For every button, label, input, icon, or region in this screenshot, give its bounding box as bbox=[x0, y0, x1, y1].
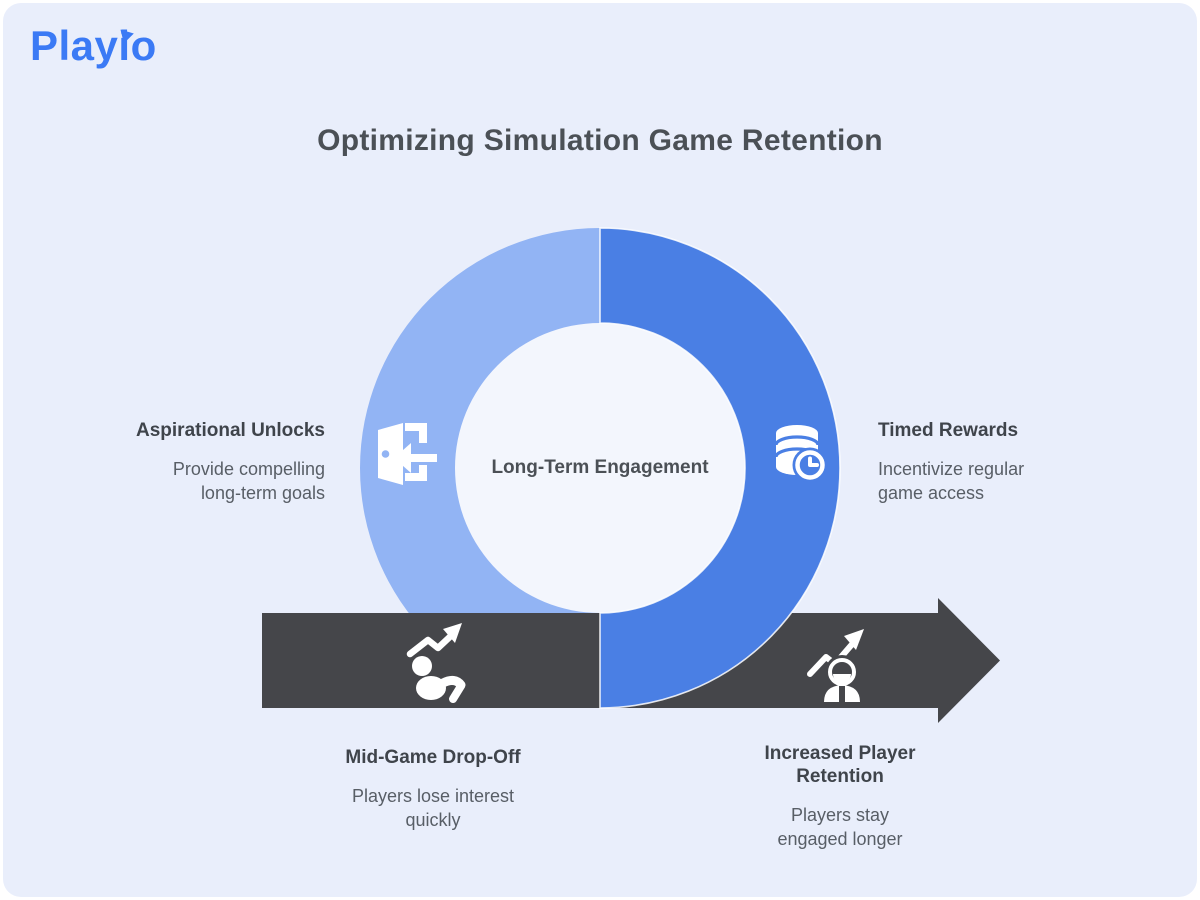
mid-game-drop-off-heading: Mid-Game Drop-Off bbox=[345, 747, 521, 768]
timed-rewards-label: Timed Rewards Incentivize regular game a… bbox=[878, 419, 1108, 505]
playio-logo: Playio bbox=[30, 22, 157, 69]
aspirational-unlocks-heading: Aspirational Unlocks bbox=[136, 420, 325, 441]
donut-hole bbox=[454, 322, 746, 614]
mid-game-drop-off-label: Mid-Game Drop-Off Players lose interest … bbox=[303, 746, 563, 832]
increased-retention-heading: Increased Player Retention bbox=[764, 743, 916, 788]
clock-face bbox=[795, 450, 825, 480]
timed-rewards-body: Incentivize regular game access bbox=[878, 459, 1025, 504]
increased-retention-body: Players stay engaged longer bbox=[777, 805, 903, 850]
clock-hands bbox=[808, 456, 819, 467]
falling-player-icon bbox=[406, 623, 466, 703]
player-growth-icon bbox=[807, 629, 864, 702]
cycle-right-segment bbox=[599, 227, 841, 709]
timed-coins-clock-icon bbox=[774, 425, 828, 483]
mid-game-drop-off-body: Players lose interest quickly bbox=[351, 786, 515, 831]
door-enter-icon bbox=[378, 423, 437, 485]
page-title: Optimizing Simulation Game Retention bbox=[317, 124, 883, 157]
cycle-left-segment bbox=[360, 228, 600, 708]
smile bbox=[833, 674, 851, 683]
timed-rewards-heading: Timed Rewards bbox=[878, 420, 1019, 441]
aspirational-unlocks-body: Provide compelling long-term goals bbox=[172, 459, 325, 504]
increased-retention-label: Increased Player Retention Players stay … bbox=[712, 742, 968, 852]
cycle-center-label: Long-Term Engagement bbox=[491, 457, 709, 478]
tie bbox=[839, 686, 845, 702]
aspirational-unlocks-label: Aspirational Unlocks Provide compelling … bbox=[75, 419, 325, 505]
